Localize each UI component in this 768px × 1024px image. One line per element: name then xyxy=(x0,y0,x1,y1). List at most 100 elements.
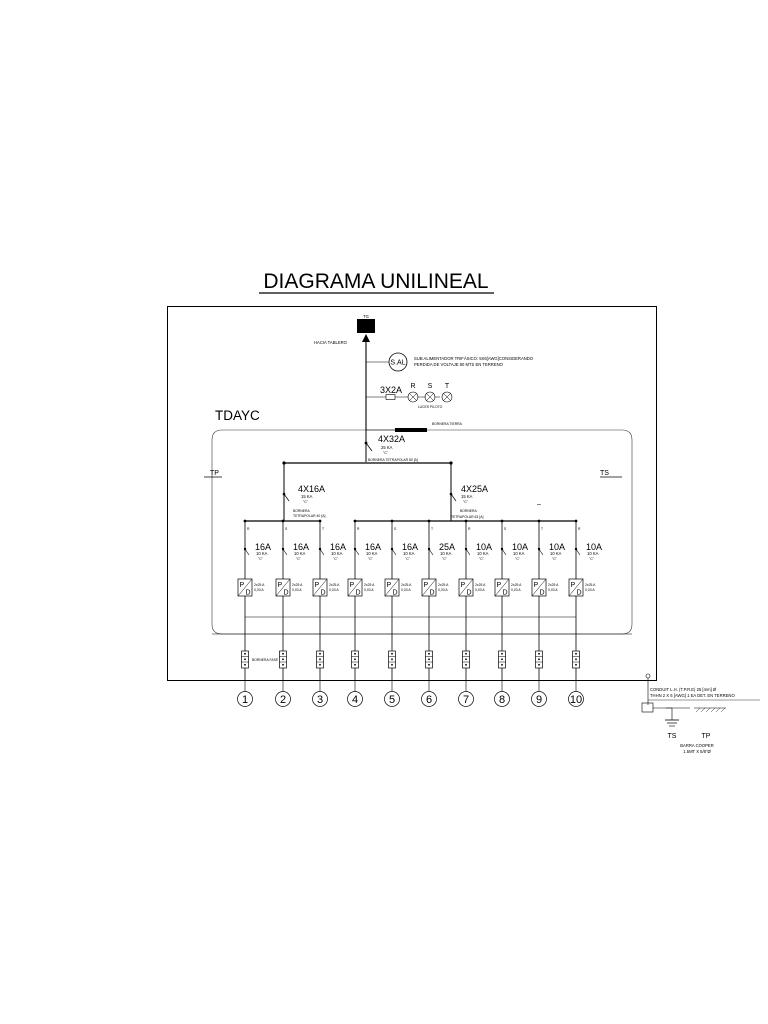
circuit-number-circle xyxy=(384,691,400,707)
tp-label: TP xyxy=(210,470,219,477)
pd-device-rating: 2x25 A xyxy=(585,583,596,587)
terminal-screw xyxy=(244,663,246,666)
circuit-breaker-curve: "C" xyxy=(296,557,302,561)
terminal-screw xyxy=(244,652,246,655)
terminal-screw xyxy=(465,663,467,666)
pd-device-d: D xyxy=(503,590,508,597)
circuit-phase: R xyxy=(468,527,471,531)
circuit-breaker-curve: "C" xyxy=(589,557,595,561)
pd-device-divider xyxy=(458,578,474,597)
circuit-number: 5 xyxy=(389,694,395,706)
terminal-screw xyxy=(354,658,356,661)
circuit-number: 10 xyxy=(570,694,582,706)
sub-bus-b-label-1: BORNERA xyxy=(460,509,478,513)
main-breaker-ka: 25 KA xyxy=(381,445,393,450)
circuit-number-circle xyxy=(347,691,363,707)
main-breaker-curve: "C" xyxy=(383,451,389,455)
circuit-number: 2 xyxy=(280,694,286,706)
terminal-screw xyxy=(538,652,540,655)
pd-device-sensitivity: 0,03 A xyxy=(364,588,374,592)
circuit-bus-node xyxy=(243,519,247,523)
circuit-bus-node xyxy=(500,519,504,523)
feed-arrow xyxy=(362,334,370,342)
terminal-screw xyxy=(501,652,503,655)
circuit-breaker-rating: 10A xyxy=(549,542,565,552)
terminal-screw xyxy=(282,658,284,661)
terminal-screw xyxy=(282,652,284,655)
hacia-tablero-label: HACIA TABLERO xyxy=(314,340,348,345)
terminal-screw xyxy=(501,658,503,661)
circuit-breaker-switch xyxy=(428,548,434,556)
circuit-phase: T xyxy=(541,527,543,531)
pd-device-divider xyxy=(531,578,547,597)
pd-device-sensitivity: 0,03 A xyxy=(401,588,411,592)
pd-device-sensitivity: 0,03 A xyxy=(585,588,595,592)
circuit-number: 3 xyxy=(317,694,323,706)
sub-breaker-b-curve: "C" xyxy=(463,500,469,504)
terminal-screw xyxy=(428,658,430,661)
sub-bus-b-label-2: TETRAPOLAR 63 [A] xyxy=(451,515,483,519)
terminal-screw xyxy=(244,658,246,661)
circuit-bus-node xyxy=(318,519,322,523)
panel-name: TDAYC xyxy=(215,408,260,423)
circuit-bus-node xyxy=(574,519,578,523)
terminal-screw xyxy=(575,663,577,666)
circuit-bus-node xyxy=(427,519,431,523)
circuit-breaker-curve: "C" xyxy=(368,557,374,561)
pd-device-divider xyxy=(384,578,400,597)
circuit-breaker-ka: 10 KA xyxy=(294,551,306,556)
circuit-breaker-ka: 10 KA xyxy=(256,551,268,556)
sub-breaker-b-switch xyxy=(450,493,457,502)
diagram-title: DIAGRAMA UNILINEAL xyxy=(263,270,488,293)
circuit-breaker-switch xyxy=(465,548,471,556)
pd-device-sensitivity: 0,03 A xyxy=(475,588,485,592)
circuit-breaker-rating: 16A xyxy=(402,542,418,552)
circuit-number: 8 xyxy=(499,694,505,706)
pd-device-rating: 2x25 A xyxy=(438,583,449,587)
sub-breaker-a-ka: 15 KA xyxy=(301,494,313,499)
circuit-number-circle xyxy=(568,691,584,707)
terminal-screw xyxy=(575,658,577,661)
circuit-breaker-switch xyxy=(575,548,581,556)
terminal-screw xyxy=(428,652,430,655)
ground-electrode-tp-icon xyxy=(694,707,726,713)
ground-electrode-ts-icon xyxy=(665,707,690,727)
main-breaker-switch xyxy=(365,442,373,452)
circuit-phase: S xyxy=(285,527,288,531)
sub-breaker-a-curve: "C" xyxy=(303,500,309,504)
circuit-bus-node xyxy=(281,519,285,523)
circuit-number-circle xyxy=(458,691,474,707)
barra-line2: 1.5MT X 5/8"Ø xyxy=(683,749,711,754)
circuit-breaker-switch xyxy=(244,548,250,556)
circuit-phase: T xyxy=(431,527,433,531)
lamp-phase-s: S xyxy=(428,383,433,390)
dash-mark: – xyxy=(537,501,541,508)
terminal-screw xyxy=(354,652,356,655)
sub-breaker-b-ka: 15 KA xyxy=(461,494,473,499)
circuit-breaker-switch xyxy=(538,548,544,556)
tg-block xyxy=(357,319,375,333)
pd-device-sensitivity: 0,03 A xyxy=(548,588,558,592)
pd-device-d: D xyxy=(430,590,435,597)
pd-device-rating: 2x25 A xyxy=(475,583,486,587)
circuit-number-circle xyxy=(312,691,328,707)
circuit-number-circle xyxy=(237,691,253,707)
sub-bus-a-label-1: BORNERA xyxy=(293,509,311,513)
fuse-icon xyxy=(385,394,396,400)
lamp-phase-t: T xyxy=(445,383,450,390)
pd-device-divider xyxy=(312,578,328,597)
pd-device-d: D xyxy=(393,590,398,597)
ground-ts-label: TS xyxy=(668,733,677,740)
lamp-phase-r: R xyxy=(410,383,415,390)
circuit-bus-node xyxy=(464,519,468,523)
pd-device-p: P xyxy=(387,582,392,589)
pd-device-p: P xyxy=(240,582,245,589)
sub-breaker-a-rating: 4X16A xyxy=(298,484,325,494)
circuit-number-circle xyxy=(421,691,437,707)
sal-circle xyxy=(388,352,408,372)
pilot-lamp-icon xyxy=(407,391,419,403)
terminal-screw xyxy=(319,652,321,655)
